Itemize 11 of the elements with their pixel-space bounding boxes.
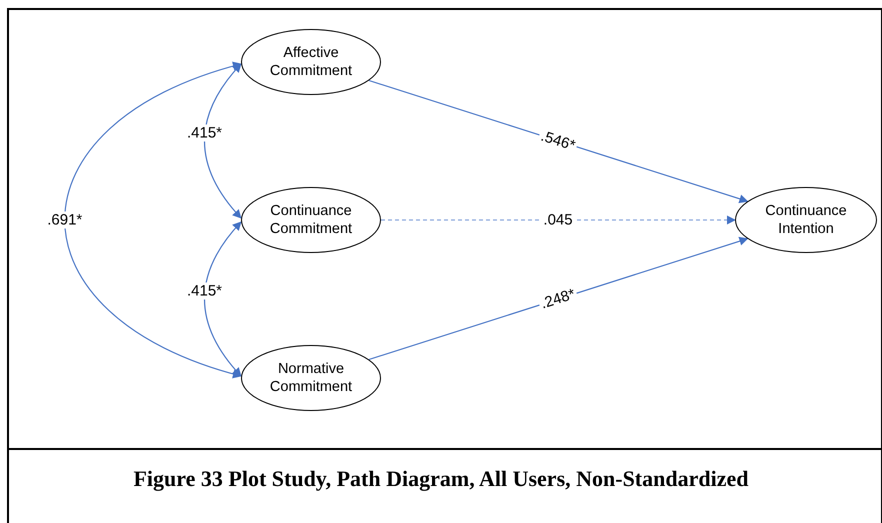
arrow bbox=[64, 62, 242, 378]
arrow bbox=[204, 221, 242, 377]
node-label: Continuance Commitment bbox=[268, 202, 354, 238]
node-label: Normative Commitment bbox=[268, 360, 354, 396]
node-label: Continuance Intention bbox=[764, 202, 848, 238]
arrow bbox=[204, 63, 242, 219]
node-label: Affective Commitment bbox=[268, 44, 354, 80]
arrow bbox=[368, 80, 748, 204]
figure-caption: Figure 33 Plot Study, Path Diagram, All Users, Non-Standardized bbox=[132, 466, 750, 492]
dashed-arrow bbox=[381, 216, 736, 224]
arrow bbox=[368, 236, 748, 360]
